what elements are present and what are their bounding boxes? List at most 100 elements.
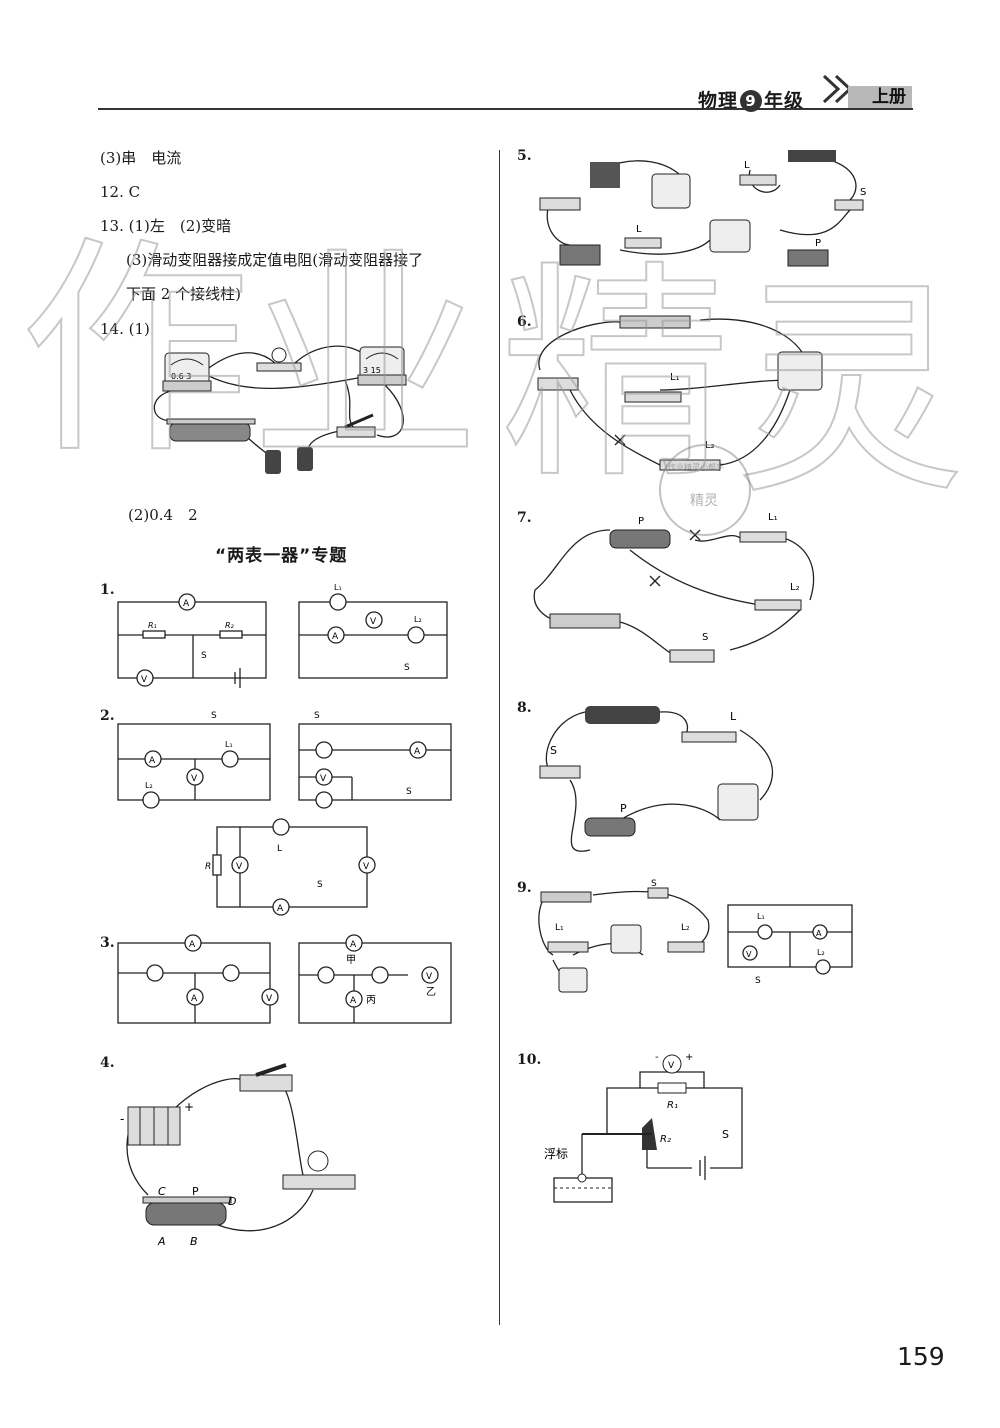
svg-text:C: C	[158, 1185, 166, 1198]
q9-schematic: A V L₁ L₂ S	[727, 904, 853, 986]
svg-text:+: +	[685, 1052, 693, 1063]
svg-text:V: V	[370, 617, 377, 627]
svg-text:-: -	[655, 1052, 659, 1063]
svg-text:R: R	[205, 862, 211, 872]
voltmeter-symbol	[358, 856, 376, 874]
voltmeter-symbol	[365, 611, 383, 629]
svg-text:+: +	[184, 1100, 194, 1114]
svg-text:S: S	[860, 187, 866, 198]
q10-circuit-figure: V - + R₁ R₂ S 浮标	[544, 1052, 743, 1203]
bulb-icon	[739, 174, 777, 186]
bulb-icon	[667, 941, 705, 953]
svg-text:S: S	[404, 663, 410, 673]
q1-circuit-b: A V L₁ L₂ S	[298, 583, 448, 679]
svg-text:B: B	[190, 1235, 198, 1248]
switch-icon	[834, 199, 864, 211]
bulb-icon	[624, 391, 682, 403]
svg-text:A: A	[191, 994, 198, 1004]
svg-text:L₂: L₂	[817, 948, 825, 957]
battery-icon: - +	[120, 1100, 194, 1146]
bulb-icon	[547, 941, 589, 953]
page-number: 159	[897, 1342, 945, 1371]
rheostat-icon	[559, 244, 601, 266]
question-number: 3.	[100, 935, 115, 951]
voltmeter-symbol	[662, 1054, 682, 1074]
answer-line-5: 下面 2 个接线柱)	[126, 285, 241, 303]
bulb-icon	[659, 459, 721, 471]
question-number: 1.	[100, 582, 115, 598]
svg-text:L: L	[730, 710, 737, 723]
svg-text:L: L	[744, 160, 750, 171]
svg-text:A: A	[189, 940, 196, 950]
float-label: 浮标	[544, 1147, 568, 1161]
lamp-symbol	[815, 959, 831, 975]
ammeter-symbol	[812, 924, 828, 940]
answer-line-1: (3)串 电流	[100, 149, 182, 167]
bulb-icon	[282, 1150, 356, 1190]
svg-text:S: S	[317, 880, 323, 890]
svg-text:A: A	[277, 904, 284, 914]
svg-text:P: P	[815, 238, 821, 249]
battery-icon	[585, 706, 660, 724]
svg-text:P: P	[638, 516, 644, 527]
svg-text:S: S	[651, 879, 657, 889]
svg-text:V: V	[668, 1061, 675, 1071]
ammeter-symbol	[184, 934, 202, 952]
svg-text:P: P	[192, 1185, 199, 1198]
voltmeter-icon	[777, 351, 823, 391]
switch-icon	[239, 1063, 293, 1092]
ammeter-icon	[709, 219, 751, 253]
question-number: 6.	[517, 314, 532, 330]
column-divider	[499, 150, 500, 1325]
q7-circuit-figure: P L₁ L₂ S	[533, 512, 815, 663]
svg-text:R₁: R₁	[667, 1100, 678, 1111]
rheostat-icon	[787, 249, 829, 267]
svg-text:A: A	[816, 929, 822, 938]
svg-text:丙: 丙	[366, 995, 376, 1006]
ammeter-icon: 0.6 3	[162, 352, 212, 392]
svg-text:V: V	[191, 774, 198, 784]
svg-text:S: S	[702, 632, 708, 643]
voltmeter-symbol	[742, 945, 758, 961]
svg-text:L₂: L₂	[681, 923, 690, 933]
resistor-symbol	[212, 854, 222, 876]
svg-text:V: V	[363, 862, 370, 872]
svg-text:R₁: R₁	[148, 621, 157, 630]
ammeter-symbol	[345, 934, 363, 952]
svg-text:A: A	[183, 599, 190, 609]
voltmeter-symbol	[261, 988, 279, 1006]
voltmeter-symbol	[231, 856, 249, 874]
answer-line-4: (3)滑动变阻器接成定值电阻(滑动变阻器接了	[126, 251, 424, 269]
voltmeter-icon: 3 15	[357, 346, 407, 386]
q2-circuit-b: A V S S	[298, 711, 452, 809]
ammeter-symbol	[144, 750, 162, 768]
lamp-symbol	[146, 964, 164, 982]
rheostat-icon	[142, 1196, 232, 1226]
svg-text:A: A	[414, 747, 421, 757]
subject-label: 物理	[698, 90, 739, 112]
rheostat-icon	[609, 529, 671, 549]
battery-icon	[590, 162, 620, 188]
rheostat-icon	[584, 817, 636, 837]
svg-text:L₂: L₂	[705, 440, 715, 451]
answer-line-6: 14. (1)	[100, 320, 150, 338]
svg-text:R₂: R₂	[225, 621, 235, 630]
lamp-symbol	[315, 791, 333, 809]
answer-line-2: 12. C	[100, 183, 141, 201]
ammeter-symbol	[327, 626, 345, 644]
svg-text:S: S	[211, 711, 217, 721]
q2-circuit-c: V V A L R S	[205, 818, 376, 916]
svg-text:L₁: L₁	[670, 372, 680, 383]
q3-circuit-a: A A V	[117, 934, 279, 1024]
svg-text:L₁: L₁	[334, 583, 342, 592]
resistor-symbol	[219, 630, 243, 639]
bulb-icon	[754, 599, 802, 611]
battery-icon	[619, 315, 691, 329]
q5-circuit-figure: L L S P	[539, 150, 866, 267]
svg-text:V: V	[320, 774, 327, 784]
lamp-symbol	[317, 966, 335, 984]
grade-label: 年级	[764, 90, 805, 112]
svg-text:V: V	[236, 862, 243, 872]
ammeter-symbol	[178, 593, 196, 611]
lamp-symbol	[757, 924, 773, 940]
